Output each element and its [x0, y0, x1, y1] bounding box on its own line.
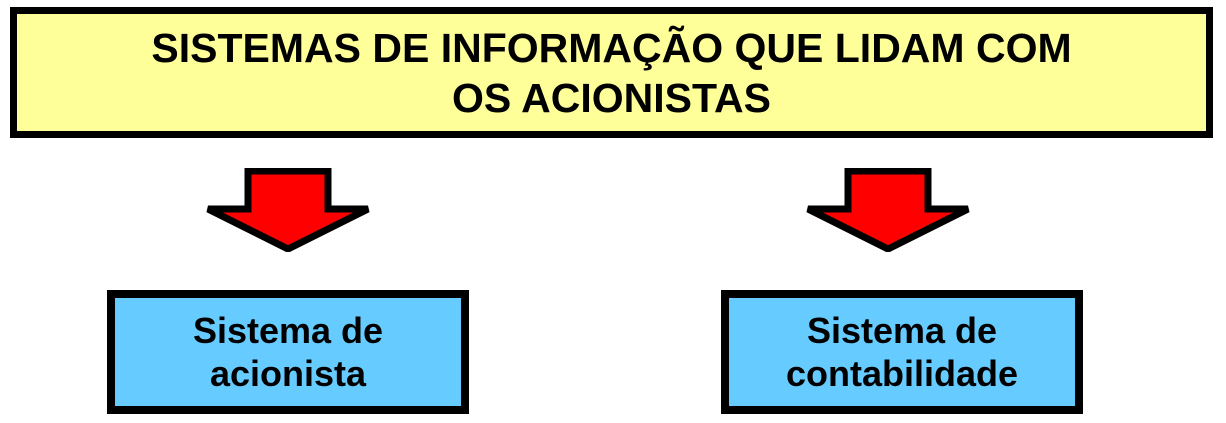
title-line-1: SISTEMAS DE INFORMAÇÃO QUE LIDAM COM — [151, 24, 1072, 71]
title-text: SISTEMAS DE INFORMAÇÃO QUE LIDAM COM OS … — [17, 23, 1206, 123]
shareholder-system-line-2: acionista — [209, 353, 367, 394]
down-arrow-left-icon — [205, 168, 371, 252]
title-line-2: OS ACIONISTAS — [452, 74, 771, 121]
title-banner: SISTEMAS DE INFORMAÇÃO QUE LIDAM COM OS … — [10, 7, 1213, 138]
accounting-system-text: Sistema de contabilidade — [729, 309, 1075, 395]
shareholder-system-box: Sistema de acionista — [107, 290, 469, 414]
shareholder-system-line-1: Sistema de — [192, 310, 384, 351]
down-arrow-right-icon — [805, 168, 971, 252]
accounting-system-line-2: contabilidade — [785, 353, 1019, 394]
accounting-system-line-1: Sistema de — [806, 310, 998, 351]
accounting-system-box: Sistema de contabilidade — [721, 290, 1083, 414]
shareholder-system-text: Sistema de acionista — [115, 309, 461, 395]
